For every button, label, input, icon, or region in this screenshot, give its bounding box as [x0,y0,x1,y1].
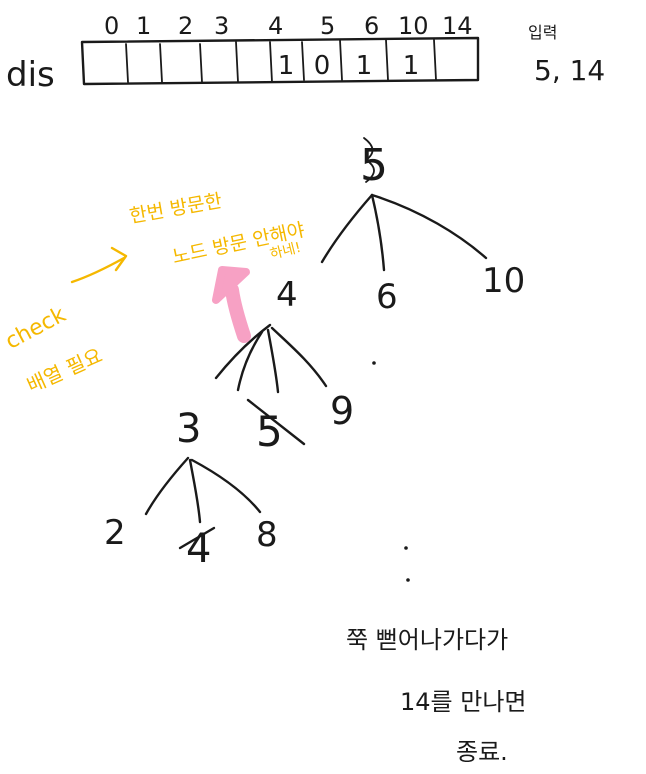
tree-node-8: 8 [256,515,278,555]
input-value: 5, 14 [534,54,605,87]
array-index-label: 6 [364,12,379,40]
bottom-note-line2: 14를 만나면 [400,688,527,716]
array-outline [80,36,480,86]
array-divider [269,41,273,83]
check-note-line2: 배열 필요 [23,343,106,397]
tree-node-4: 4 [276,275,298,315]
array-cell-value: 1 [403,51,420,81]
pink-arrow [212,266,251,343]
array-divider [385,39,389,81]
array-divider [339,39,343,81]
yellow-notes: 한번 방문한 노드 방문 안해야 하네! check 배열 필요 [1,190,306,398]
visited-cross-mark [178,526,216,550]
tree-nodes: 5 4 6 10 3 5 9 2 4 8 [104,137,525,582]
tree-edge [188,458,202,524]
yellow-arrow-shaft [70,256,126,284]
continuation-dot [406,578,410,582]
array-divider [235,41,239,83]
tree-node-2: 2 [104,513,126,553]
continuation-dot [372,361,376,365]
yellow-arrow-head [110,246,128,272]
check-note-line1: check [1,302,70,354]
array-index-label: 10 [398,12,429,40]
tree-edge [236,330,264,392]
bottom-note-line1: 쭉 뻗어나가다가 [346,626,508,654]
array-divider [433,39,437,81]
tree-root-node: 5 [360,140,388,191]
array-index-label: 0 [104,12,119,40]
tree-node-9: 9 [330,389,354,433]
tree-edge [370,193,488,260]
array-cell-value: 0 [314,51,331,81]
array-index-label: 2 [178,12,193,40]
tree-edge [270,326,328,388]
array-index-label: 14 [442,12,473,40]
array-index-label: 3 [214,12,229,40]
visited-cross-mark [246,398,306,446]
array-index-label: 1 [136,12,151,40]
bottom-notes: 쭉 뻗어나가다가 14를 만나면 종료. [346,626,527,766]
yellow-note-line1: 한번 방문한 [128,190,224,228]
tree-node-6: 6 [376,277,398,317]
tree-node-3: 3 [176,406,201,452]
array-divider [199,43,203,83]
bottom-note-line3: 종료. [456,738,508,766]
tree-node-4-visited: 4 [186,526,211,572]
tree-edge [190,458,262,514]
root-overwrite-scribble [363,137,375,183]
array-divider [301,41,305,81]
pink-arrow-head [212,266,250,304]
array-divider [159,43,163,83]
tree-node-10: 10 [482,261,525,301]
tree-edge [266,328,280,394]
array-index-label: 5 [320,12,335,40]
array-name: dis [6,55,55,95]
tree-edges [144,193,488,524]
array-cell-value: 1 [356,51,373,81]
pink-arrow-shaft [225,283,251,343]
tree-edge [214,323,272,380]
input-label: 입력 [528,23,557,42]
continuation-dot [404,546,408,550]
array-index-label: 4 [268,12,283,40]
tree-edge [320,193,374,264]
array-divider [125,43,129,83]
array-cell-value: 1 [278,51,295,81]
tree-edge [370,193,386,272]
yellow-note-line3: 하네! [268,240,302,263]
tree-edge [144,456,190,516]
tree-node-5-visited: 5 [256,407,283,456]
